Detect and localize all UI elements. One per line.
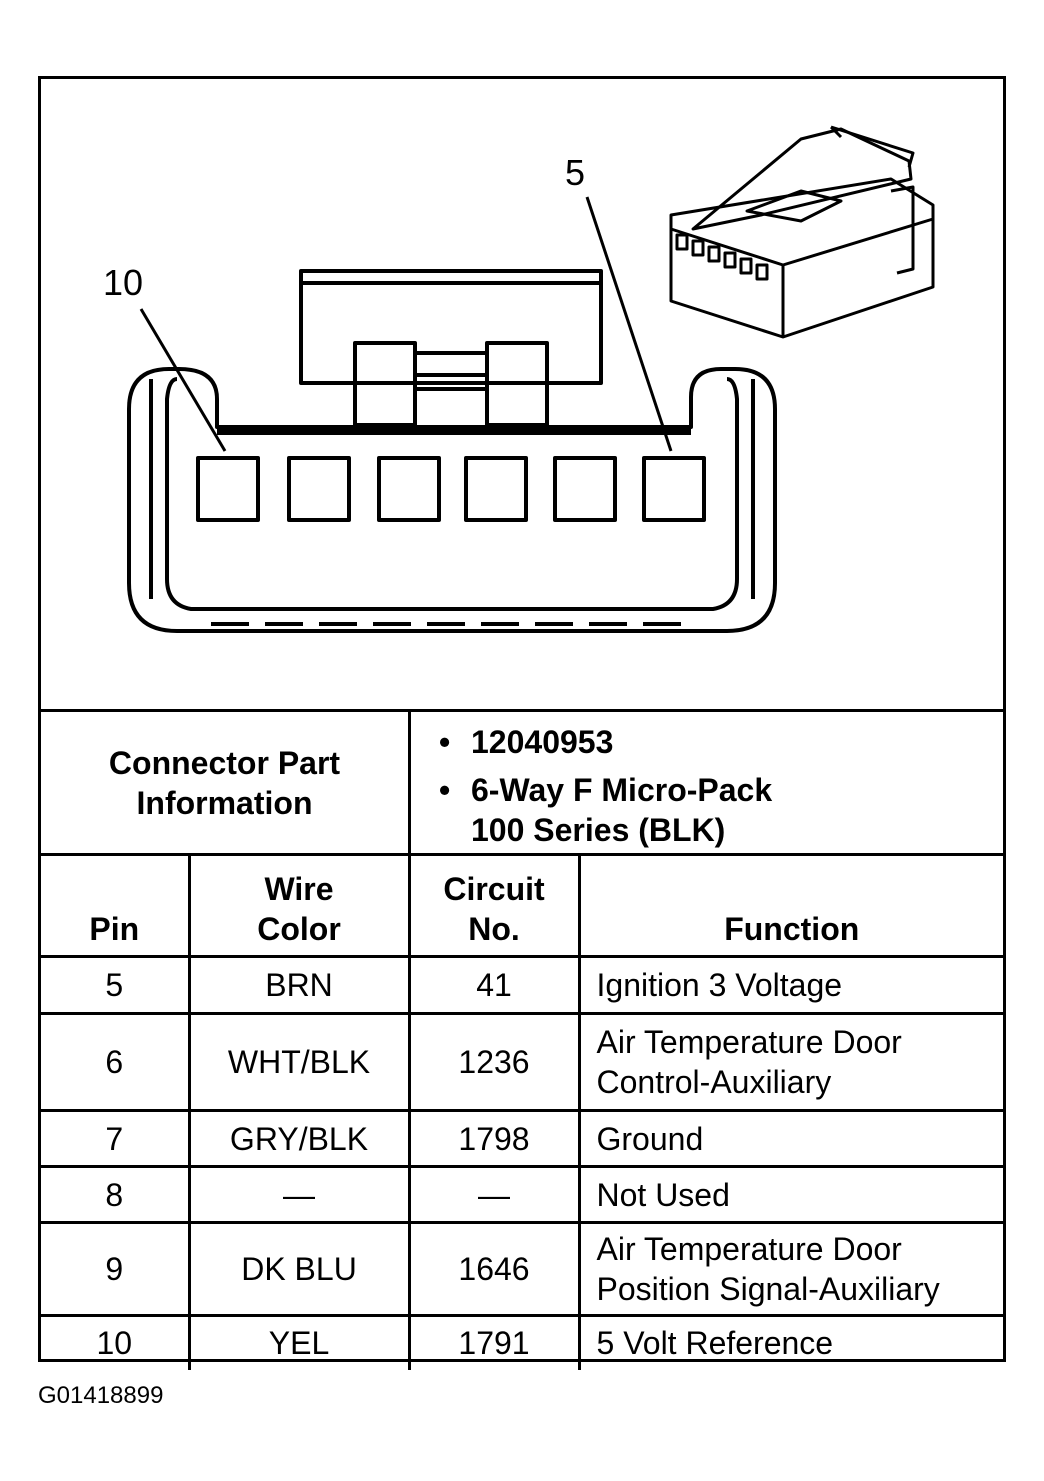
pin-cavity: [196, 456, 260, 522]
callout-leader-5: [585, 196, 673, 452]
wire-color-cell: —: [187, 1165, 411, 1224]
pin-cell: 9: [41, 1221, 191, 1317]
header-wire-color: Wire Color: [187, 856, 411, 958]
circuit-cell: —: [407, 1165, 581, 1224]
connector-part-info-list: 12040953 6-Way F Micro-Pack 100 Series (…: [411, 712, 1003, 853]
header-circuit-no: Circuit No.: [407, 856, 581, 958]
wire-color-cell: YEL: [187, 1314, 411, 1370]
function-cell: Ignition 3 Voltage: [577, 955, 1003, 1015]
function-cell: Air Temperature Door Position Signal-Aux…: [577, 1221, 1003, 1317]
wire-color-cell: GRY/BLK: [187, 1109, 411, 1168]
pin-cavity: [642, 456, 706, 522]
pin-cell: 6: [41, 1012, 191, 1112]
connector-figure-frame: 10 5 Connector Part Information 12040953…: [38, 76, 1006, 1370]
wire-color-cell: BRN: [187, 955, 411, 1015]
pin-cell: 5: [41, 955, 191, 1015]
table-row: 6 WHT/BLK 1236 Air Temperature Door Cont…: [41, 1012, 1003, 1112]
figure-id: G01418899: [38, 1382, 164, 1409]
wire-color-cell: DK BLU: [187, 1221, 411, 1317]
connector-description: 6-Way F Micro-Pack 100 Series (BLK): [439, 770, 1003, 850]
circuit-cell: 1236: [407, 1012, 581, 1112]
circuit-cell: 1798: [407, 1109, 581, 1168]
connector-face-diagram: 10 5: [103, 125, 935, 633]
wire-color-cell: WHT/BLK: [187, 1012, 411, 1112]
connector-part-info: Connector Part Information 12040953 6-Wa…: [41, 709, 1003, 856]
pin-cavity: [287, 456, 351, 522]
callout-label-10: 10: [103, 262, 143, 303]
pin-cavity: [464, 456, 528, 522]
pin-table-header: Pin Wire Color Circuit No. Function: [41, 856, 1003, 958]
function-cell: Ground: [577, 1109, 1003, 1168]
pin-cell: 8: [41, 1165, 191, 1224]
callout-label-5: 5: [565, 152, 585, 193]
function-cell: Air Temperature Door Control-Auxiliary: [577, 1012, 1003, 1112]
connector-isometric-view: [669, 125, 935, 339]
circuit-cell: 1646: [407, 1221, 581, 1317]
callout-leader-10: [139, 308, 227, 452]
header-function: Function: [577, 856, 1003, 958]
connector-latch: [299, 269, 603, 427]
table-row: 9 DK BLU 1646 Air Temperature Door Posit…: [41, 1221, 1003, 1317]
connector-part-info-label: Connector Part Information: [41, 712, 411, 853]
part-number: 12040953: [439, 722, 1003, 762]
pin-cell: 10: [41, 1314, 191, 1370]
connector-body: [127, 367, 777, 633]
header-pin: Pin: [41, 856, 191, 958]
table-row: 5 BRN 41 Ignition 3 Voltage: [41, 955, 1003, 1015]
function-cell: 5 Volt Reference: [577, 1314, 1003, 1370]
circuit-cell: 41: [407, 955, 581, 1015]
pin-table: Pin Wire Color Circuit No. Function 5 BR…: [41, 856, 1003, 1370]
table-row: 10 YEL 1791 5 Volt Reference: [41, 1314, 1003, 1370]
table-row: 8 — — Not Used: [41, 1165, 1003, 1224]
pin-cavity: [377, 456, 441, 522]
circuit-cell: 1791: [407, 1314, 581, 1370]
pin-cavities: [196, 456, 706, 522]
pin-cell: 7: [41, 1109, 191, 1168]
table-row: 7 GRY/BLK 1798 Ground: [41, 1109, 1003, 1168]
function-cell: Not Used: [577, 1165, 1003, 1224]
pin-cavity: [553, 456, 617, 522]
